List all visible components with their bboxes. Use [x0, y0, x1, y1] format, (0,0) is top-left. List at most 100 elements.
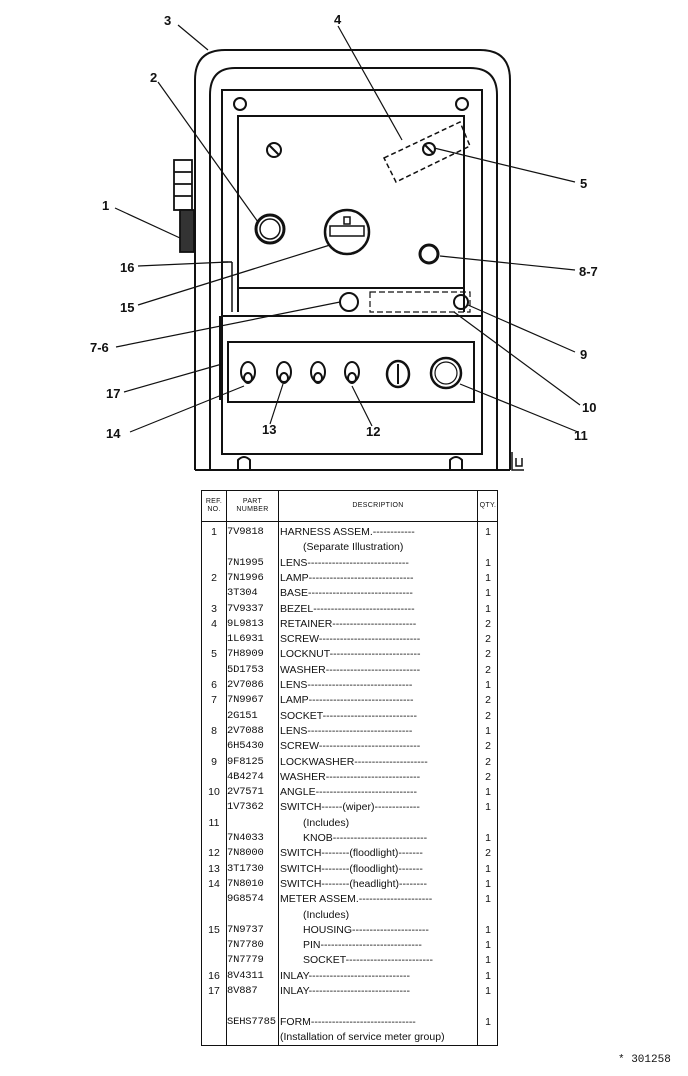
- callout-4: 4: [334, 12, 342, 27]
- qty-cell: 1: [485, 1015, 491, 1028]
- description-cell: ANGLE-----------------------------: [280, 786, 417, 799]
- part-number-cell: 9G8574: [227, 893, 264, 906]
- description-cell: SOCKET---------------------------: [280, 709, 418, 722]
- ref-cell: 8: [211, 724, 217, 737]
- description-cell: HARNESS ASSEM.------------: [280, 526, 415, 538]
- bezel-inner: [209, 67, 498, 470]
- description-cell: SCREW-----------------------------: [280, 740, 421, 753]
- qty-cell: 1: [485, 679, 491, 691]
- ref-cell: 2: [211, 571, 217, 584]
- part-number-cell: 7N8010: [227, 877, 264, 890]
- qty-cell: 2: [485, 633, 491, 646]
- description-cell: (Includes): [303, 816, 350, 829]
- drawing-number: * 301258: [618, 1054, 671, 1066]
- part-number-cell: 3T1730: [227, 862, 264, 875]
- instrument-panel-diagram: 3 2 4 5 1 16 15 8-7 7-6 9 17 10 14 13 12…: [90, 12, 598, 471]
- callout-17: 17: [106, 386, 120, 401]
- table-row: 17 8V887 INLAY----------------------------…: [202, 984, 497, 999]
- description-cell: LAMP------------------------------: [280, 694, 414, 707]
- part-number-cell: 7N4033: [227, 832, 264, 844]
- part-number-cell: 7N7780: [227, 939, 264, 952]
- part-number-cell: 2V7571: [227, 786, 264, 799]
- ref-cell: 14: [208, 877, 220, 890]
- part-number-cell: 7N9967: [227, 694, 264, 707]
- ref-cell: 17: [208, 985, 220, 997]
- part-number-cell: 1V7362: [227, 801, 264, 814]
- qty-cell: 1: [485, 786, 491, 799]
- table-row: [202, 999, 497, 1014]
- ref-cell: 12: [208, 847, 220, 860]
- qty-cell: 2: [485, 694, 491, 707]
- part-number-cell: 1L6931: [227, 633, 264, 646]
- description-cell: LAMP------------------------------: [280, 571, 414, 584]
- part-number-cell: 7V9818: [227, 526, 264, 538]
- table-row: (Installation of service meter group): [202, 1030, 497, 1045]
- table-row: 5 7H8909 LOCKNUT--------------------------…: [202, 647, 497, 662]
- ref-cell: 15: [208, 923, 220, 936]
- callout-11: 11: [574, 428, 588, 443]
- description-cell: (Installation of service meter group): [280, 1030, 445, 1043]
- part-number-cell: 7H8909: [227, 648, 264, 661]
- description-cell: LOCKNUT--------------------------: [280, 648, 421, 661]
- part-number-cell: 8V4311: [227, 969, 264, 982]
- description-cell: LOCKWASHER---------------------: [280, 755, 428, 768]
- qty-cell: 1: [485, 939, 491, 952]
- table-row: (Separate Illustration): [202, 540, 497, 555]
- ref-cell: 4: [211, 617, 217, 630]
- description-cell: BASE------------------------------: [280, 587, 413, 600]
- description-cell: BEZEL-----------------------------: [280, 602, 415, 615]
- callout-2: 2: [150, 70, 157, 85]
- callout-8-7: 8-7: [579, 264, 598, 279]
- qty-cell: 2: [485, 847, 491, 860]
- callout-14: 14: [106, 426, 121, 441]
- ref-cell: 11: [208, 816, 220, 829]
- callout-9: 9: [580, 347, 587, 362]
- part-number-cell: 7N8000: [227, 847, 264, 860]
- leader-lines: [114, 24, 581, 433]
- header-qty: QTY.: [479, 502, 497, 509]
- description-cell: LENS-----------------------------: [280, 556, 409, 569]
- header-ref-no: REF. NO.: [205, 498, 223, 513]
- part-number-cell: 7V9337: [227, 602, 264, 615]
- table-row: (Includes): [202, 908, 497, 923]
- part-number-cell: 2V7086: [227, 679, 264, 691]
- bezel-outer: [194, 49, 511, 470]
- qty-cell: 1: [485, 832, 491, 844]
- description-cell: RETAINER------------------------: [280, 617, 417, 630]
- toggle-switches: [240, 361, 360, 384]
- qty-cell: 1: [485, 862, 491, 875]
- description-cell: WASHER---------------------------: [280, 663, 421, 676]
- qty-cell: 1: [485, 801, 491, 814]
- qty-cell: 1: [485, 602, 491, 615]
- table-row: 2 7N1996 LAMP-----------------------------…: [202, 571, 497, 586]
- ref-cell: 5: [211, 648, 217, 661]
- ref-cell: 3: [211, 602, 217, 615]
- panel-frame: [221, 89, 483, 455]
- callout-3: 3: [164, 13, 171, 28]
- header-description: DESCRIPTION: [352, 502, 404, 509]
- description-cell: LENS------------------------------: [280, 679, 413, 691]
- lens-6: [339, 292, 359, 312]
- description-cell: SWITCH--------(headlight)--------: [280, 877, 427, 890]
- qty-cell: 1: [485, 893, 491, 906]
- table-row: 11 (Includes): [202, 816, 497, 831]
- description-cell: INLAY-----------------------------: [280, 985, 411, 997]
- header-part-number: PART NUMBER: [236, 498, 269, 513]
- qty-cell: 1: [485, 969, 491, 982]
- description-cell: SCREW-----------------------------: [280, 633, 421, 646]
- part-number-cell: 8V887: [227, 985, 258, 997]
- part-number-cell: 7N1996: [227, 571, 264, 584]
- service-meter: [323, 208, 371, 256]
